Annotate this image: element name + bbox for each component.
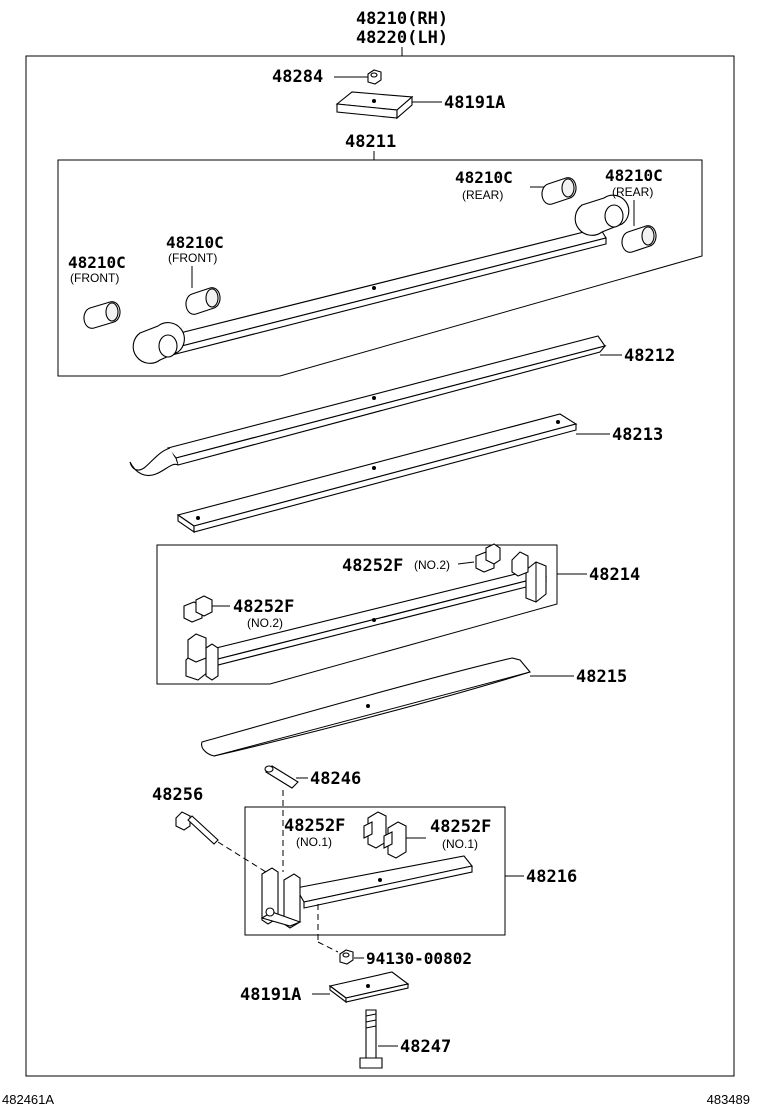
part-48246[interactable]: 48246 (310, 769, 361, 789)
bolt-48256-drawing (175, 811, 219, 845)
note-no2-a: (NO.2) (414, 558, 450, 572)
bushing-front-2-drawing (185, 287, 221, 315)
part-48252f-c[interactable]: 48252F (284, 816, 345, 836)
part-48210c-front-2[interactable]: 48210C (166, 233, 224, 252)
leaf-48215-drawing (201, 657, 531, 757)
group-48211-frame (57, 159, 703, 377)
part-48284[interactable]: 48284 (272, 67, 323, 87)
part-48212[interactable]: 48212 (624, 346, 675, 366)
part-48191a-top[interactable]: 48191A (444, 93, 505, 113)
note-rear-1: (REAR) (462, 188, 503, 202)
note-no2-b: (NO.2) (247, 616, 283, 630)
bushing-rear-1-drawing (541, 177, 577, 205)
nut-48284-drawing (367, 69, 382, 85)
assembly-lh-label[interactable]: 48220(LH) (356, 28, 448, 48)
part-48211[interactable]: 48211 (345, 132, 396, 152)
part-48252f-b[interactable]: 48252F (233, 597, 294, 617)
note-front-1: (FRONT) (70, 271, 119, 285)
bushing-front-1-drawing (83, 301, 121, 329)
assembly-rh-label[interactable]: 48210(RH) (356, 9, 448, 29)
part-48256[interactable]: 48256 (152, 785, 203, 805)
part-48215[interactable]: 48215 (576, 667, 627, 687)
clip-48252f-a-drawing (475, 543, 501, 573)
note-no1-d: (NO.1) (442, 837, 478, 851)
bolt-48247-drawing (359, 1009, 383, 1069)
part-94130-00802[interactable]: 94130-00802 (366, 949, 472, 968)
part-48210c-rear-2[interactable]: 48210C (605, 166, 663, 185)
part-48213[interactable]: 48213 (612, 425, 663, 445)
leaf-48212-drawing (129, 335, 607, 477)
pad-48191a-top-drawing (335, 91, 414, 120)
assembly-frame (25, 55, 735, 1077)
group-48216-frame (244, 806, 506, 936)
part-48247[interactable]: 48247 (400, 1037, 451, 1057)
part-48214[interactable]: 48214 (589, 565, 640, 585)
leaf-48214-drawing (185, 551, 547, 681)
clip-48252f-d-drawing (383, 821, 407, 859)
note-front-2: (FRONT) (168, 251, 217, 265)
bushing-rear-2-drawing (621, 225, 657, 253)
note-no1-c: (NO.1) (296, 835, 332, 849)
clip-48252f-c-drawing (363, 811, 387, 849)
note-rear-2: (REAR) (612, 185, 653, 199)
leaf-48216-drawing (260, 855, 473, 929)
part-48210c-front-1[interactable]: 48210C (68, 253, 126, 272)
leaf-48213-drawing (176, 413, 578, 534)
part-48191a-bottom[interactable]: 48191A (240, 985, 301, 1005)
group-48214-frame (156, 544, 558, 685)
part-48252f-d[interactable]: 48252F (430, 817, 491, 837)
main-leaf-48211-drawing (132, 194, 630, 364)
part-48252f-a[interactable]: 48252F (342, 556, 403, 576)
footer-code-left: 482461A (2, 1092, 54, 1107)
footer-code-right: 483489 (707, 1092, 750, 1107)
pad-48191a-bottom-drawing (328, 971, 410, 1004)
pin-48246-drawing (264, 765, 299, 789)
clip-48252f-b-drawing (183, 595, 213, 623)
part-48216[interactable]: 48216 (526, 867, 577, 887)
nut-94130-drawing (339, 949, 354, 965)
part-48210c-rear-1[interactable]: 48210C (455, 168, 513, 187)
